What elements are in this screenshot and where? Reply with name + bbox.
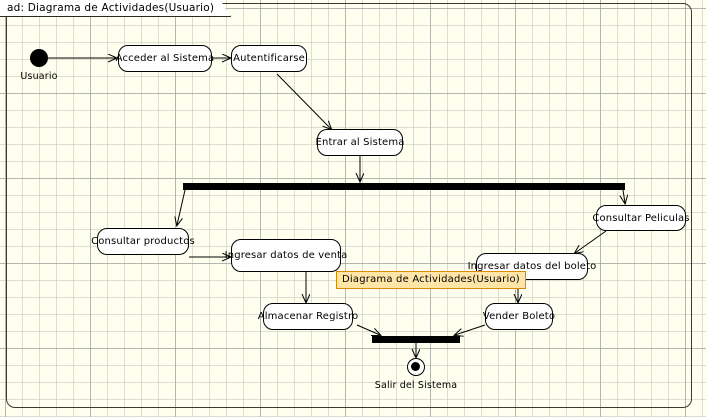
edge-almacenar-join (356, 324, 380, 335)
final-node-caption: Salir del Sistema (374, 380, 458, 391)
activity-almacenar-registro[interactable]: Almacenar Registro (258, 303, 358, 330)
edge-autentificarse-entrar (276, 73, 331, 129)
activity-autentificarse[interactable]: Autentificarse (231, 45, 307, 72)
fork-bar[interactable] (183, 183, 625, 190)
tooltip: Diagrama de Actividades(Usuario) (336, 271, 526, 289)
join-bar[interactable] (372, 336, 460, 343)
activity-consultar-productos[interactable]: Consultar productos (91, 228, 195, 255)
activity-ingresar-datos-de-venta[interactable]: Ingresar datos de venta (225, 239, 347, 272)
activity-acceder-al-sistema[interactable]: Acceder al Sistema (116, 45, 214, 72)
activity-vender-boleto[interactable]: Vender Boleto (483, 303, 555, 330)
activity-ingresar-datos-del-boleto[interactable]: Ingresar datos del boleto (468, 253, 596, 280)
initial-node[interactable] (30, 49, 48, 67)
activity-entrar-al-sistema[interactable]: Entrar al Sistema (315, 129, 404, 156)
edge-fork-consultar-productos (177, 189, 186, 225)
activity-consultar-peliculas[interactable]: Consultar Peliculas (592, 205, 690, 231)
final-node[interactable] (407, 358, 425, 376)
edge-fork-consultar-peliculas (623, 189, 625, 203)
frame-tab-label: ad: Diagrama de Actividades(Usuario) (0, 0, 231, 17)
initial-node-caption: Usuario (20, 71, 58, 82)
edge-peliculas-ingresar-boleto (575, 230, 607, 253)
edge-vender-join (455, 324, 486, 335)
